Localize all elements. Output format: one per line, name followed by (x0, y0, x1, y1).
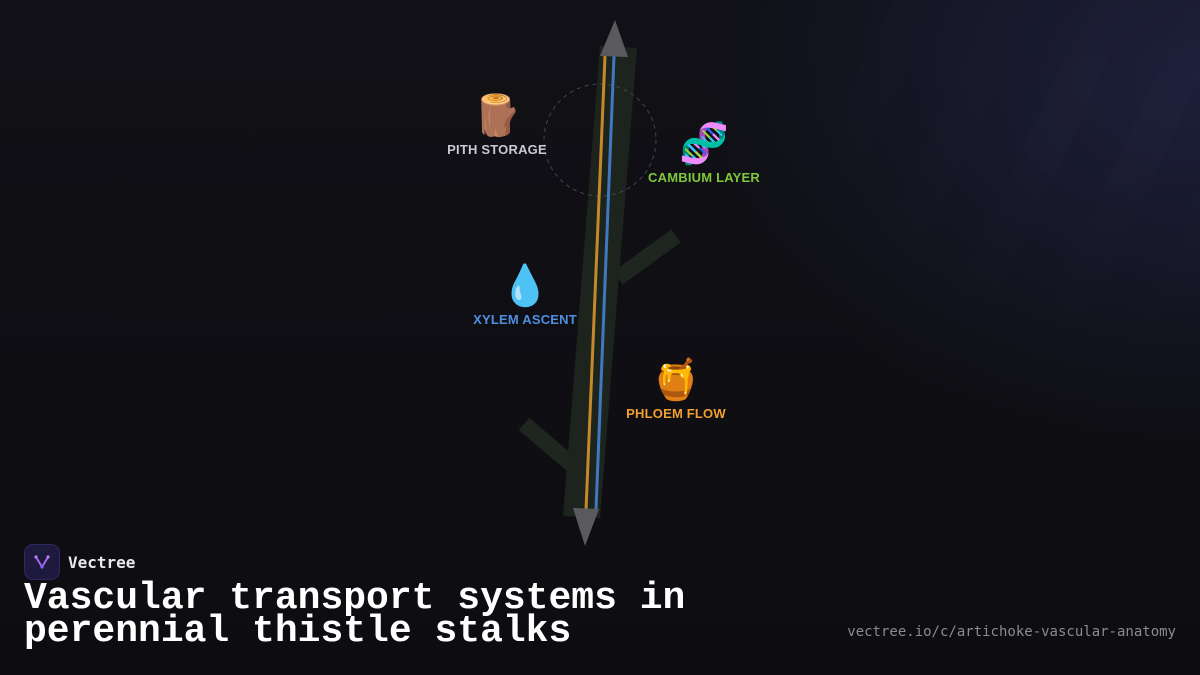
node-pith-storage: 🪵 PITH STORAGE (447, 92, 547, 157)
phloem-line (584, 55, 607, 511)
page-title: Vascular transport systems in perennial … (24, 577, 686, 653)
brand-name: Vectree (68, 552, 136, 572)
node-xylem-ascent: 💧 XYLEM ASCENT (473, 262, 577, 327)
node-label: XYLEM ASCENT (473, 312, 577, 327)
brand[interactable]: Vectree (24, 544, 135, 580)
honey-pot-icon: 🍯 (651, 358, 701, 402)
arrow-down-icon (573, 508, 599, 546)
node-phloem-flow: 🍯 PHLOEM FLOW (626, 356, 726, 421)
dna-icon: 🧬 (679, 122, 729, 166)
arrow-up-icon (600, 20, 628, 57)
cambium-ring (543, 83, 657, 197)
node-label: PHLOEM FLOW (626, 406, 726, 421)
vectree-logo-icon (24, 544, 60, 580)
source-url[interactable]: vectree.io/c/artichoke-vascular-anatomy (847, 624, 1176, 640)
xylem-line (594, 55, 616, 511)
branch-upper (613, 229, 681, 285)
node-label: PITH STORAGE (447, 142, 547, 157)
node-label: CAMBIUM LAYER (648, 170, 760, 185)
log-icon: 🪵 (472, 94, 522, 138)
stalk-body (563, 46, 637, 518)
droplet-icon: 💧 (500, 264, 550, 308)
node-cambium-layer: 🧬 CAMBIUM LAYER (648, 120, 760, 185)
